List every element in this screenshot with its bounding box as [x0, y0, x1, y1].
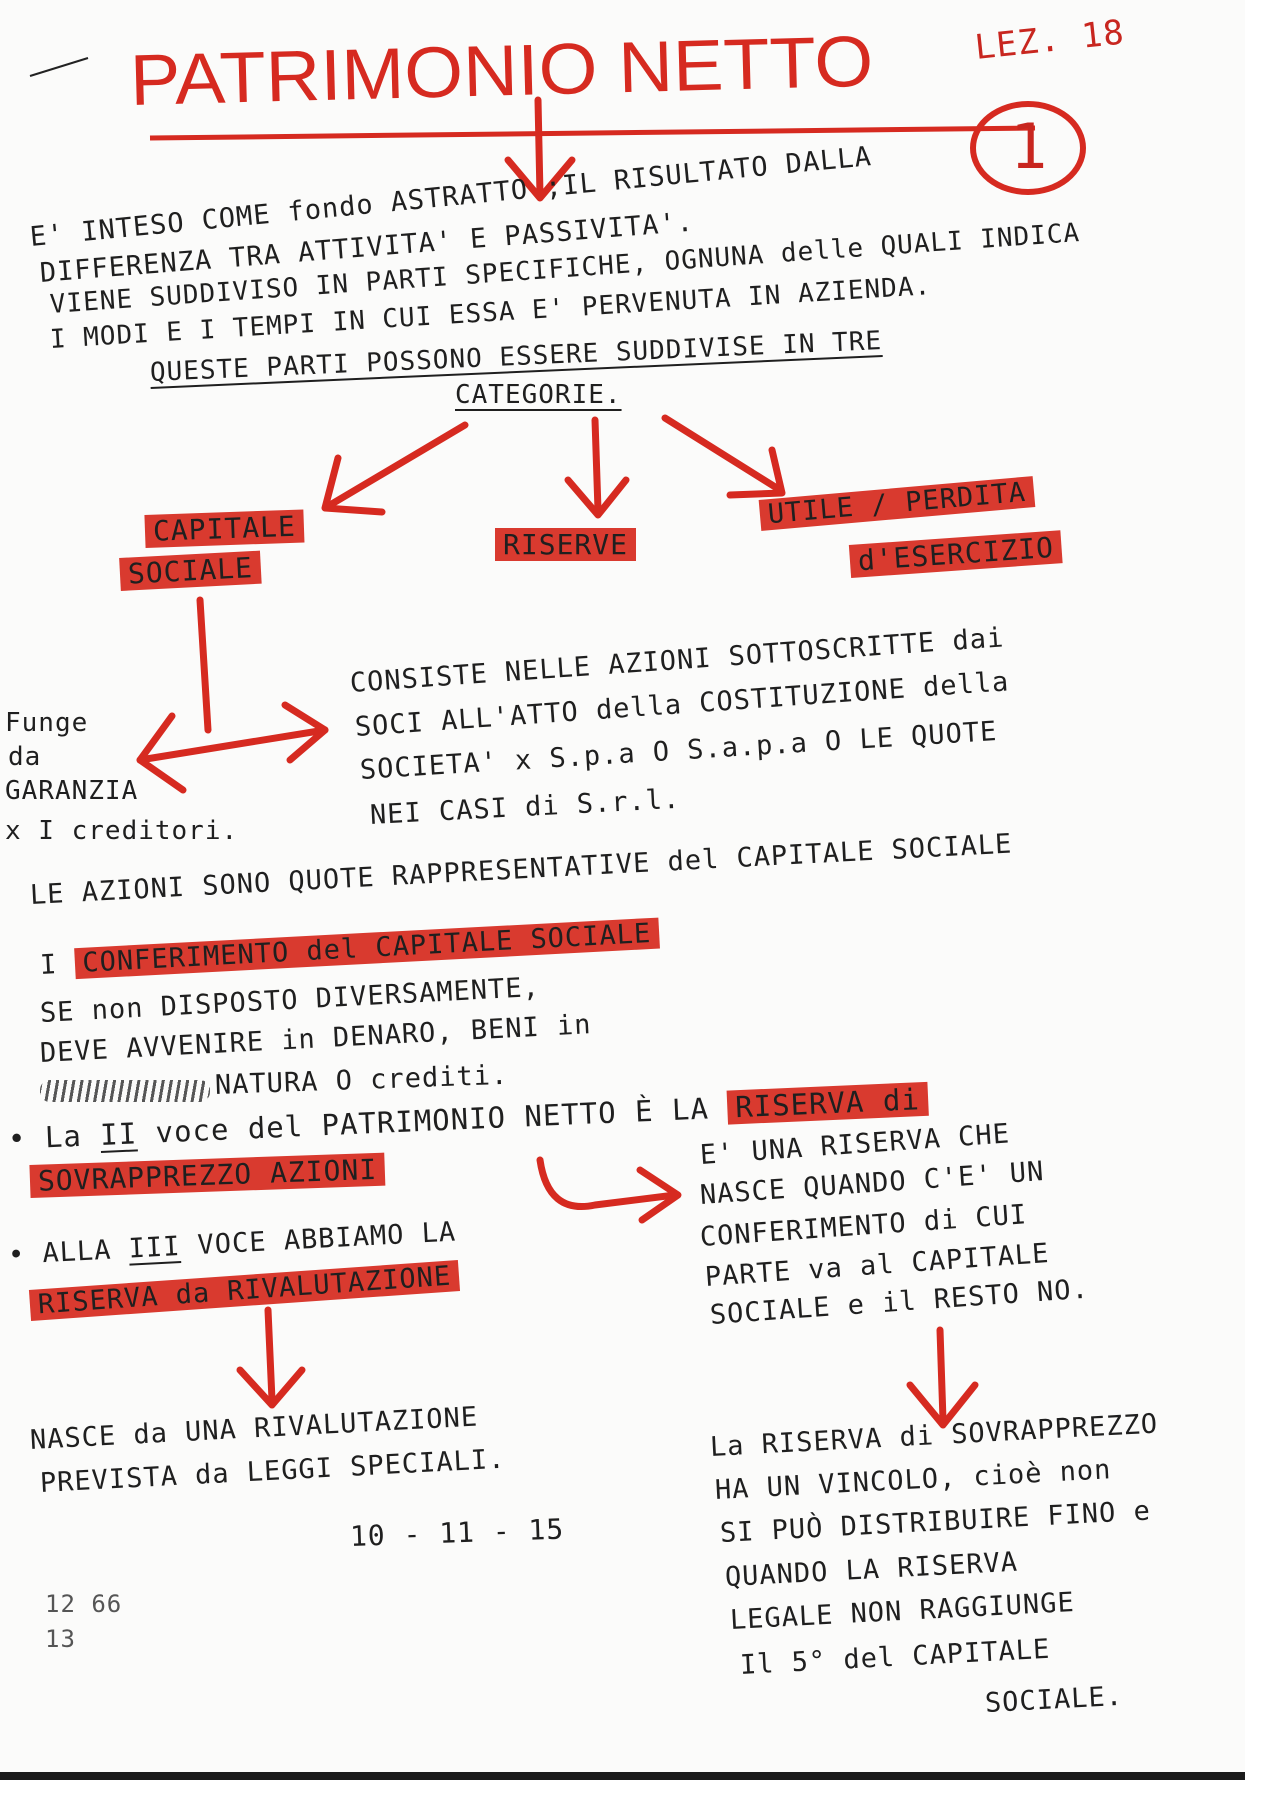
page-number-circle [970, 101, 1086, 195]
margin-dash [29, 57, 89, 77]
category-capitale-line1: CAPITALE [144, 509, 305, 548]
capitale-branch-arrows-icon [136, 596, 329, 794]
annotation-layer [29, 57, 1086, 1429]
arrow-rivalutazione-icon [236, 1306, 306, 1409]
page-number: 1 [1010, 110, 1049, 183]
arrow-vincolo-icon [906, 1326, 979, 1429]
garanzia-line-2: da [8, 742, 42, 772]
arrow-to-riserve-icon [564, 416, 630, 519]
voce3-text-a: ALLA [41, 1234, 113, 1270]
arrow-to-capitale-icon [321, 421, 469, 516]
garanzia-line-1: Funge [5, 708, 89, 738]
voce2-bullet: • [7, 1121, 28, 1156]
page-bottom-edge [0, 1772, 1245, 1780]
garanzia-line-4: x I creditori. [5, 816, 239, 846]
arrow-to-utile-icon [661, 414, 786, 499]
garanzia-line-3: GARANZIA [5, 776, 139, 806]
arrow-title-down-icon [504, 96, 576, 202]
voce2-text-a: La [44, 1118, 83, 1155]
scribble-mark [40, 1080, 210, 1102]
arrow-sovrapprezzo-icon [536, 1156, 682, 1224]
intro-line-6: CATEGORIE. [455, 380, 622, 410]
notebook-page: PATRIMONIO NETTO LEZ. 18 1 E' INTESO COM… [0, 12, 1245, 1780]
category-riserve: RISERVE [495, 528, 637, 561]
margin-note-2: 13 [45, 1625, 76, 1653]
margin-note-1: 12 66 [45, 1590, 123, 1618]
title-underline [149, 125, 1036, 141]
voce3-numeral: III [127, 1230, 182, 1265]
voce2-numeral: II [99, 1116, 138, 1152]
conferimento-prefix: I [39, 949, 59, 981]
voce3-bullet: • [7, 1239, 27, 1271]
